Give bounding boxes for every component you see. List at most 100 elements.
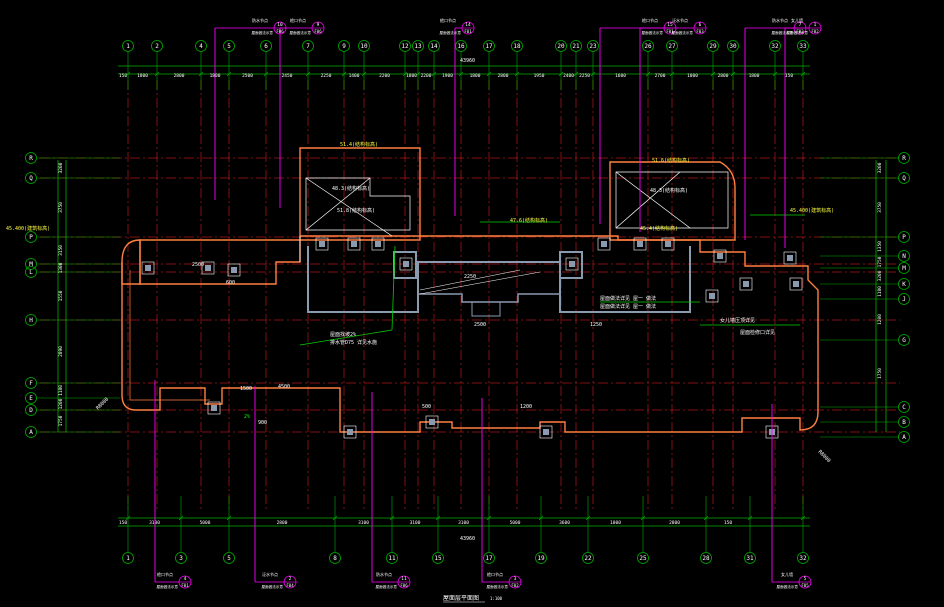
callout-number: 1	[814, 22, 817, 28]
axis-bubble-top-21[interactable]: 21	[570, 40, 582, 52]
axis-bubble-bottom-1[interactable]: 1	[122, 552, 134, 564]
axis-bubble-bottom-15[interactable]: 15	[432, 552, 444, 564]
dim-top: 1900	[442, 73, 453, 79]
axis-bubble-right-Q[interactable]: Q	[898, 172, 910, 184]
roof-inner-lines	[129, 171, 729, 401]
axis-bubble-right-N[interactable]: N	[898, 250, 910, 262]
dim-bottom: 150	[724, 520, 732, 526]
axis-bubble-top-27[interactable]: 27	[666, 40, 678, 52]
axis-bubble-top-9[interactable]: 9	[338, 40, 350, 52]
axis-bubble-top-7[interactable]: 7	[302, 40, 314, 52]
axis-label: D	[29, 407, 33, 414]
axis-bubble-bottom-19[interactable]: 19	[535, 552, 547, 564]
axis-label: 7	[306, 43, 310, 50]
axis-bubble-top-32[interactable]: 32	[769, 40, 781, 52]
callout-subtitle: 屋面做法示意	[786, 30, 808, 35]
callout-label: 女儿墙	[781, 571, 793, 577]
axis-bubble-right-B[interactable]: B	[898, 416, 910, 428]
axis-bubble-top-6[interactable]: 6	[260, 40, 272, 52]
callout-sheet: F01	[181, 583, 189, 588]
axis-bubble-bottom-8[interactable]: 8	[329, 552, 341, 564]
axis-bubble-left-L[interactable]: L	[25, 266, 37, 278]
axis-label: 9	[342, 43, 346, 50]
axis-bubble-left-D[interactable]: D	[25, 404, 37, 416]
callout-sheet: F06	[314, 29, 322, 34]
drawing-title-block: 屋面层平面图 1:100	[443, 595, 503, 603]
axis-bubble-top-23[interactable]: 23	[587, 40, 599, 52]
column	[399, 257, 413, 271]
axis-bubble-left-H[interactable]: H	[25, 314, 37, 326]
axis-bubble-top-16[interactable]: 16	[455, 40, 467, 52]
axis-bubble-left-R[interactable]: R	[25, 152, 37, 164]
axis-bubble-top-1[interactable]: 1	[122, 40, 134, 52]
axis-bubble-top-30[interactable]: 30	[727, 40, 739, 52]
axis-bubble-top-26[interactable]: 26	[642, 40, 654, 52]
axis-bubble-bottom-25[interactable]: 25	[637, 552, 649, 564]
dim-bottom: 5000	[510, 520, 521, 526]
axis-label: 32	[771, 43, 779, 50]
axis-bubble-top-10[interactable]: 10	[358, 40, 370, 52]
axis-bubble-bottom-28[interactable]: 28	[700, 552, 712, 564]
dim-top: 2250	[321, 73, 332, 79]
axis-bubble-bottom-22[interactable]: 22	[582, 552, 594, 564]
axis-bubble-right-G[interactable]: G	[898, 334, 910, 346]
column	[783, 251, 797, 265]
axis-bubble-top-5[interactable]: 5	[223, 40, 235, 52]
axis-bubble-bottom-3[interactable]: 3	[175, 552, 187, 564]
axis-bubble-right-R[interactable]: R	[898, 152, 910, 164]
axis-label: 15	[434, 555, 442, 562]
axis-bubble-top-20[interactable]: 20	[555, 40, 567, 52]
callout-number: 5	[804, 576, 807, 582]
axis-bubble-bottom-32[interactable]: 32	[797, 552, 809, 564]
axis-bubble-top-14[interactable]: 14	[428, 40, 440, 52]
axis-bubble-left-P[interactable]: P	[25, 231, 37, 243]
axis-bubble-right-P[interactable]: P	[898, 231, 910, 243]
detail-callouts[interactable]: 10F06防水节点屋面做法示意9F06檐口节点屋面做法示意14F01檐口节点屋面…	[156, 17, 822, 589]
column	[343, 425, 357, 439]
axis-label: 16	[457, 43, 465, 50]
axis-bubble-bottom-17[interactable]: 17	[483, 552, 495, 564]
axis-label: 19	[537, 555, 545, 562]
axis-bubble-top-12[interactable]: 12	[399, 40, 411, 52]
axis-bubble-bottom-11[interactable]: 11	[386, 552, 398, 564]
axis-bubble-bottom-5[interactable]: 5	[223, 552, 235, 564]
column	[227, 263, 241, 277]
axis-bubble-right-C[interactable]: C	[898, 401, 910, 413]
callout-number: 10	[277, 22, 283, 28]
axis-label: L	[29, 269, 33, 276]
axis-bubble-top-17[interactable]: 17	[483, 40, 495, 52]
axis-bubble-right-A[interactable]: A	[898, 431, 910, 443]
axis-bubble-left-M[interactable]: M	[25, 258, 37, 270]
axis-bubble-right-K[interactable]: K	[898, 278, 910, 290]
axis-bubble-top-2[interactable]: 2	[151, 40, 163, 52]
wall-height-label: 900	[258, 420, 267, 426]
dim-g: 1200	[520, 404, 532, 410]
axis-bubble-top-29[interactable]: 29	[707, 40, 719, 52]
axis-bubble-right-J[interactable]: J	[898, 293, 910, 305]
axis-bubble-top-18[interactable]: 18	[511, 40, 523, 52]
dim-top: 2250	[579, 73, 590, 79]
axis-bubble-left-E[interactable]: E	[25, 392, 37, 404]
axis-bubble-left-F[interactable]: F	[25, 377, 37, 389]
axis-bubble-top-13[interactable]: 13	[412, 40, 424, 52]
axis-bubble-left-Q[interactable]: Q	[25, 172, 37, 184]
axis-bubble-top-33[interactable]: 33	[797, 40, 809, 52]
axis-bubble-top-4[interactable]: 4	[195, 40, 207, 52]
axis-bubble-right-M[interactable]: M	[898, 262, 910, 274]
axis-bubble-bottom-31[interactable]: 31	[744, 552, 756, 564]
axis-bubble-left-A[interactable]: A	[25, 426, 37, 438]
